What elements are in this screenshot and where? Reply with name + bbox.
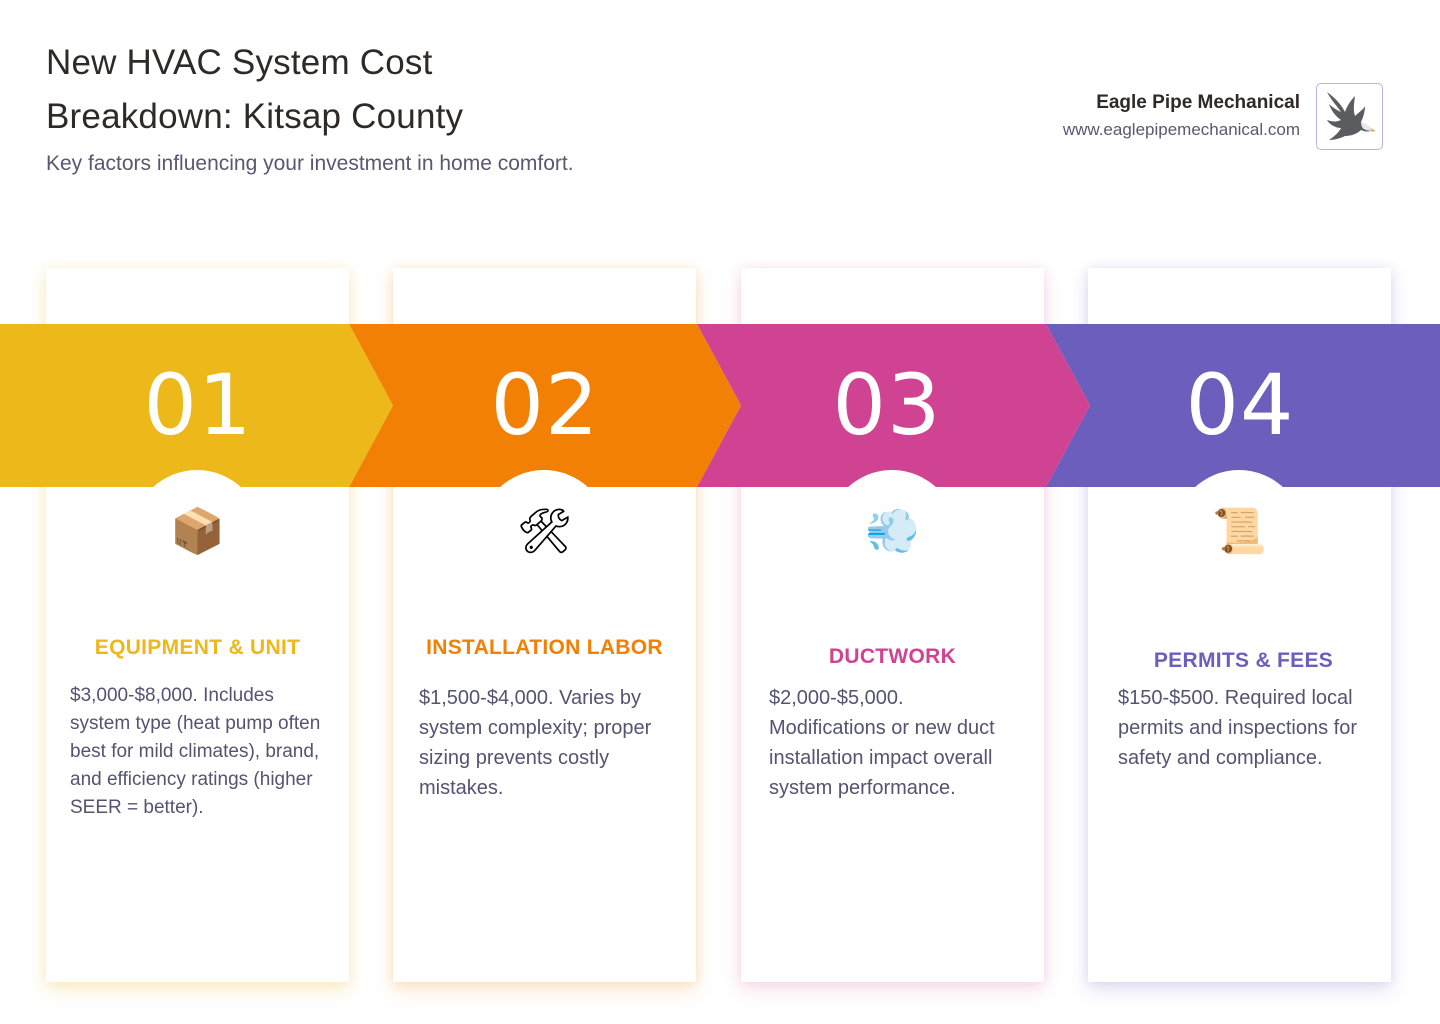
step-title: EQUIPMENT & UNIT (94, 636, 301, 659)
icon-circle (1174, 470, 1305, 600)
icon-circle (827, 470, 958, 600)
chevron-step-1 (0, 324, 393, 487)
hammer-and-wrench-icon: 🛠 (516, 506, 573, 557)
step-number: 02 (490, 356, 600, 454)
page-title: New HVAC System Cost Breakdown: Kitsap C… (46, 43, 464, 136)
icon-circle (479, 470, 610, 600)
step-number: 04 (1185, 356, 1295, 454)
brand-name: Eagle Pipe Mechanical (1096, 92, 1300, 113)
step-description: $150-$500. Required local permits and in… (1118, 687, 1358, 769)
step-chevron-band: 01 02 03 04 (0, 324, 1440, 487)
step-description: $2,000-$5,000. Modifications or new duct… (769, 687, 995, 799)
step-title: PERMITS & FEES (1153, 649, 1334, 672)
chevron-step-3 (697, 324, 1090, 487)
chevron-step-4 (1046, 324, 1440, 487)
step-number: 01 (143, 356, 253, 454)
page-subtitle: Key factors influencing your investment … (46, 152, 574, 175)
eagle-icon (1316, 83, 1383, 150)
step-title: INSTALLATION LABOR (426, 636, 663, 659)
scroll-icon: 📜 (1212, 506, 1267, 557)
step-number: 03 (832, 356, 942, 454)
package-icon: 📦 (170, 506, 225, 557)
icon-circle (132, 470, 263, 600)
brand-block: Eagle Pipe Mechanical www.eaglepipemecha… (1063, 90, 1300, 143)
brand-url[interactable]: www.eaglepipemechanical.com (1062, 120, 1300, 139)
step-title: DUCTWORK (828, 645, 957, 668)
chevron-step-2 (349, 324, 741, 487)
icon-circle-tops (153, 470, 1283, 487)
step-description: $3,000-$8,000. Includes system type (hea… (70, 685, 321, 818)
step-description: $1,500-$4,000. Varies by system complexi… (419, 687, 652, 799)
wind-gust-icon: 💨 (865, 506, 920, 557)
